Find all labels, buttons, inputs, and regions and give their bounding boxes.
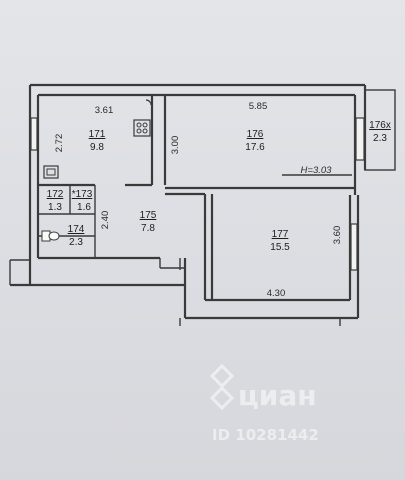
- cian-logo-icon: [209, 363, 235, 411]
- room-171: 171 9.8: [89, 129, 106, 153]
- room-175-area: 7.8: [141, 223, 155, 234]
- windows: [30, 117, 365, 271]
- cian-watermark: циан ID 10281442: [209, 363, 319, 444]
- dimension-room-177-depth: 3.60: [332, 226, 343, 245]
- room-176x-number: 176х: [369, 120, 391, 131]
- dimension-kitchen-width: 3.61: [95, 105, 114, 116]
- dimension-kitchen-depth: 2.72: [54, 134, 65, 153]
- room-174: 174 2.3: [68, 224, 85, 248]
- room-176x: 176х 2.3: [369, 120, 391, 144]
- room-176: 176 17.6: [245, 129, 265, 153]
- room-176-number: 176: [247, 129, 264, 140]
- room-175: 175 7.8: [140, 210, 157, 234]
- window-room-176: [355, 117, 365, 161]
- dimension-room-177-width: 4.30: [267, 288, 286, 299]
- ceiling-height-label: H=3.03: [301, 165, 333, 176]
- washbasin-icon: [43, 165, 59, 179]
- room-176-area: 17.6: [245, 142, 265, 153]
- dimension-room-175-depth: 2.40: [100, 211, 111, 230]
- room-172-area: 1.3: [48, 202, 62, 213]
- window-kitchen: [30, 117, 38, 151]
- toilet-icon: [41, 230, 60, 242]
- dimension-room-176-width: 5.85: [249, 101, 268, 112]
- room-171-number: 171: [89, 129, 106, 140]
- listing-id-text: ID 10281442: [212, 426, 319, 444]
- room-174-area: 2.3: [69, 237, 83, 248]
- room-173-area: 1.6: [77, 202, 91, 213]
- stove-icon: [133, 119, 151, 137]
- room-172: 172 1.3: [47, 189, 64, 213]
- window-room-177: [350, 223, 358, 271]
- room-177: 177 15.5: [270, 229, 290, 253]
- cian-brand-text: циан: [238, 379, 317, 412]
- outer-walls: [9, 83, 396, 326]
- room-171-area: 9.8: [90, 142, 104, 153]
- room-173: *173 1.6: [72, 189, 93, 213]
- sink-icon: [145, 99, 152, 106]
- room-177-area: 15.5: [270, 242, 290, 253]
- room-176x-area: 2.3: [373, 133, 387, 144]
- room-173-number: *173: [72, 189, 93, 200]
- room-177-number: 177: [272, 229, 289, 240]
- room-174-number: 174: [68, 224, 85, 235]
- room-175-number: 175: [140, 210, 157, 221]
- dimension-room-176-depth: 3.00: [170, 136, 181, 155]
- room-172-number: 172: [47, 189, 64, 200]
